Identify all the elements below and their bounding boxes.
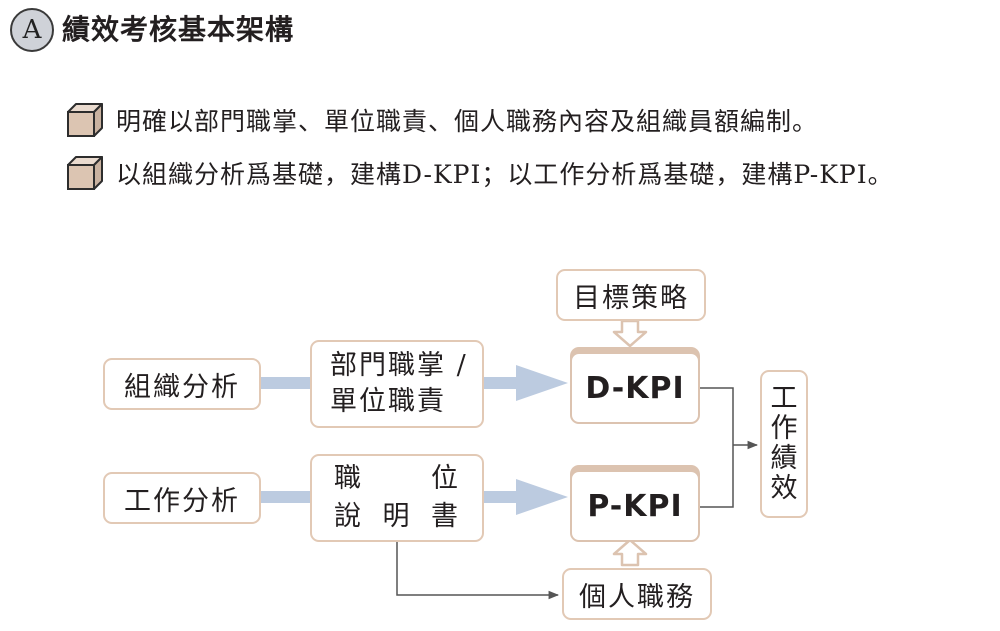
hollow-arrow-duty-to-pkpi [612, 538, 648, 567]
job-description-char: 明 [382, 501, 412, 532]
job-description-row1: 職 位 [334, 460, 460, 498]
job-description-char: 職 [334, 463, 363, 494]
job-description-box: 職 位 說 明 書 [310, 454, 484, 542]
hollow-arrow-strategy-to-dkpi [612, 319, 648, 348]
flow-arrow-job-to-desc [260, 491, 310, 503]
org-analysis-box: 組織分析 [103, 358, 261, 410]
cube-icon [67, 103, 103, 137]
performance-char: 工 [770, 383, 798, 414]
flow-arrow-dept-to-dkpi-head [516, 365, 568, 401]
d-kpi-box: D-KPI [570, 352, 700, 424]
job-description-char: 說 [334, 501, 363, 532]
p-kpi-box: P-KPI [570, 470, 700, 542]
strategy-box: 目標策略 [556, 269, 706, 321]
cube-icon [67, 156, 103, 190]
bullet-text: 以組織分析爲基礎，建構D-KPI；以工作分析爲基礎，建構P-KPI。 [116, 160, 894, 189]
dept-duty-box: 部門職掌 / 單位職責 [310, 340, 484, 428]
page-title: 績效考核基本架構 [62, 13, 295, 46]
flow-arrow-org-to-dept [260, 377, 310, 389]
section-badge: A [10, 8, 54, 52]
line-desc-to-duty [396, 541, 560, 600]
bullet-item: 明確以部門職掌、單位職責、個人職務內容及組織員額編制。 [66, 100, 818, 140]
job-analysis-box: 工作分析 [103, 472, 261, 524]
performance-char: 績 [770, 443, 798, 474]
dept-duty-line1: 部門職掌 / [330, 350, 468, 381]
performance-char: 作 [770, 413, 798, 444]
job-description-row2: 說 明 書 [334, 498, 460, 536]
bullet-item: 以組織分析爲基礎，建構D-KPI；以工作分析爲基礎，建構P-KPI。 [66, 153, 894, 193]
job-description-char: 書 [431, 501, 460, 532]
flow-arrow-desc-to-pkpi-head [516, 479, 568, 515]
job-description-char: 位 [431, 463, 460, 494]
personal-duty-box: 個人職務 [562, 568, 712, 620]
bullet-text: 明確以部門職掌、單位職責、個人職務內容及組織員額編制。 [116, 107, 819, 136]
dept-duty-line2: 單位職責 [330, 386, 446, 417]
performance-char: 效 [770, 473, 798, 504]
line-dkpi-to-performance [700, 387, 734, 508]
performance-box: 工 作 績 效 [760, 370, 808, 518]
